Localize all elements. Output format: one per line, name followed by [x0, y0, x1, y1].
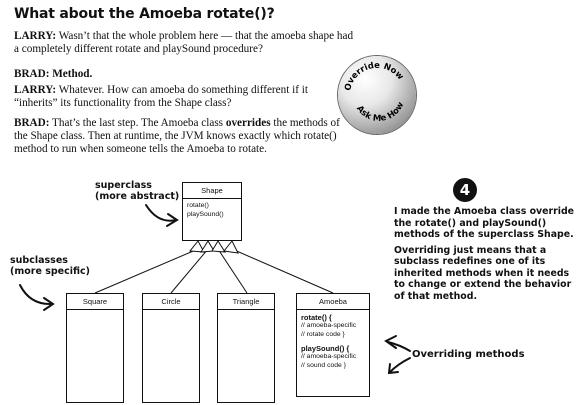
amoeba-class-box: Amoeba rotate() { // amoeba-specific // …	[296, 293, 370, 397]
speaker: LARRY:	[14, 30, 57, 42]
subclasses-label: subclasses (more specific)	[10, 255, 90, 277]
amoeba-class-name: Amoeba	[297, 294, 369, 310]
line-bold: overrides	[225, 117, 271, 129]
amoeba-methods: rotate() { // amoeba-specific // rotate …	[297, 310, 369, 373]
method-rotate: rotate()	[187, 202, 209, 209]
circle-class-name: Circle	[143, 294, 199, 310]
dialogue-line-3: LARRY: Whatever. How can amoeba do somet…	[14, 84, 354, 110]
superclass-label-line1: superclass	[95, 180, 152, 191]
superclass-label: superclass (more abstract)	[95, 180, 179, 202]
subclasses-label-line1: subclasses	[10, 255, 68, 266]
line-text-a: That’s the last step. The Amoeba class	[52, 117, 224, 129]
note-paragraph-1: I made the Amoeba class override the rot…	[394, 206, 575, 240]
page-title: What about the Amoeba rotate()?	[14, 6, 275, 22]
shape-methods: rotate() playSound()	[183, 199, 241, 222]
square-class-box: Square	[66, 293, 124, 403]
shape-class-box: Shape rotate() playSound()	[182, 182, 242, 241]
amoeba-sound-comment-2: // sound code }	[301, 361, 346, 369]
line-text: Whatever. How can amoeba do something di…	[14, 84, 308, 109]
amoeba-playsound-method: playSound() {	[301, 344, 350, 353]
line-text-b: the methods of the Shape class. Then at …	[14, 117, 340, 155]
note-paragraph-2: Overriding just means that a subclass re…	[394, 244, 572, 302]
step-number-badge: 4	[453, 178, 477, 202]
dialogue-line-2: BRAD: Method.	[14, 68, 354, 81]
amoeba-rotate-method: rotate() {	[301, 313, 332, 322]
line-text: Wasn’t that the whole problem here — tha…	[14, 30, 354, 55]
subclasses-label-line2: (more specific)	[10, 266, 91, 277]
triangle-class-name: Triangle	[218, 294, 274, 310]
badge-text-art: Override Now Ask Me How	[343, 61, 406, 124]
speaker: BRAD:	[14, 117, 50, 129]
superclass-label-line2: (more abstract)	[95, 191, 180, 202]
overriding-methods-label: Overriding methods	[412, 349, 525, 360]
square-class-name: Square	[67, 294, 123, 310]
line-text: Method.	[52, 68, 93, 80]
speaker: LARRY:	[14, 84, 57, 96]
dialogue-line-4: BRAD: That’s the last step. The Amoeba c…	[14, 117, 354, 156]
amoeba-rotate-comment-2: // rotate code }	[301, 330, 345, 338]
amoeba-rotate-comment-1: // amoeba-specific	[301, 322, 357, 329]
override-badge: Override Now Ask Me How	[338, 56, 416, 134]
dialogue-line-1: LARRY: Wasn’t that the whole problem her…	[14, 30, 354, 56]
triangle-class-box: Triangle	[217, 293, 275, 403]
override-note: I made the Amoeba class override the rot…	[394, 206, 580, 306]
amoeba-sound-comment-1: // amoeba-specific	[301, 353, 357, 360]
method-playsound: playSound()	[187, 210, 224, 218]
speaker: BRAD:	[14, 68, 50, 80]
shape-class-name: Shape	[183, 183, 241, 199]
circle-class-box: Circle	[142, 293, 200, 403]
